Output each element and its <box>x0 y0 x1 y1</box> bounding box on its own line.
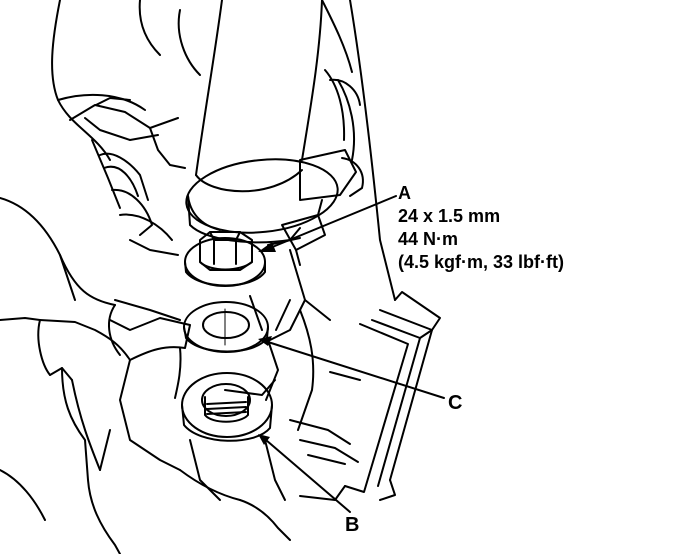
right-bracket <box>275 0 441 501</box>
leader-b-arrowhead <box>258 434 270 445</box>
callout-b-letter: B <box>345 514 360 536</box>
callout-c-letter: C <box>448 392 463 414</box>
lower-casting <box>0 295 291 554</box>
leader-b <box>265 439 351 513</box>
callout-a-torque-alt: (4.5 kgf·m, 33 lbf·ft) <box>398 252 565 272</box>
callout-a: A 24 x 1.5 mm 44 N·m (4.5 kgf·m, 33 lbf·… <box>398 182 564 274</box>
leader-a-arrowhead <box>258 242 276 252</box>
threaded-boss <box>181 372 273 442</box>
banjo-bolt <box>184 231 266 287</box>
leader-c <box>267 341 445 399</box>
callout-a-letter: A <box>398 183 411 203</box>
callout-a-size: 24 x 1.5 mm <box>398 206 501 226</box>
upper-hose <box>185 0 364 244</box>
hose-bracket <box>267 199 331 341</box>
housing-outline <box>0 0 201 356</box>
leader-lines <box>258 195 445 513</box>
sealing-washer <box>183 301 269 353</box>
leader-c-arrowhead <box>258 336 272 346</box>
leader-a <box>269 195 397 249</box>
callout-a-torque: 44 N·m <box>398 229 459 249</box>
